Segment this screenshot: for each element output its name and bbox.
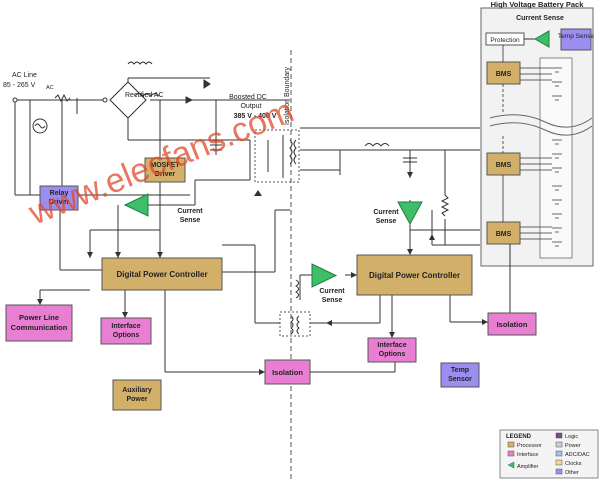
legend-item: Logic [555,432,578,440]
amplifier-icon [311,263,338,288]
legend-item-label: Other [565,470,579,476]
legend-item-label: Power [565,443,581,449]
ac-line-range: 85 - 265 V [3,82,36,89]
bms-box: BMS [486,152,521,176]
legend-item-label: Amplifier [517,464,539,470]
power-line-communication-block: Power Line Communication [5,304,73,342]
current-sense-amplifier-left: Current Sense [123,193,203,224]
legend-item-label: Clocks [565,461,582,467]
legend-item-label: Logic [565,434,578,440]
ac-line-text: AC Line [12,72,37,79]
battery-pack-title: High Voltage Battery Pack [491,0,585,9]
temp-sense-label: Temp Sense [558,33,595,40]
legend-item: Clocks [555,459,582,467]
isolation-right-label: Isolation [497,320,528,329]
isolation-boundary-label: Isolation Boundary [284,67,291,125]
legend-item-label: Interface [517,452,538,458]
relay-driver-block: Relay Driver [39,185,79,211]
legend-item: Power [555,441,581,449]
isolation-center-label: Isolation [272,368,303,377]
current-sense-amplifier-right: Current Sense [373,201,423,226]
temp-sensor-label: Temp Sensor [448,367,472,383]
interface-options-right: Interface Options [367,337,417,363]
dpc-right-label: Digital Power Controller [369,271,460,280]
legend-item: Other [555,468,579,476]
interface-options-left: Interface Options [100,317,152,345]
bms-label: BMS [496,71,512,78]
plc-label: Power Line Communication [10,313,68,332]
ac-line-label: AC Line 85 - 265 V AC [3,72,54,91]
legend-item: Amplifier [507,461,539,470]
boosted-dc-line3: 385 V - 400 V [234,113,277,120]
relay-driver-label: Relay Driver [48,190,70,206]
current-sense-label: Current Sense [177,208,203,224]
current-sense-amplifier-bottom: Current Sense [311,263,345,304]
boosted-dc-label: Boosted DC Output 385 V - 400 V [229,94,277,120]
boosted-dc-line1: Boosted DC [229,94,267,101]
battery-pack-panel: High Voltage Battery Pack Current Sense … [480,0,595,267]
legend-item: Processor [507,441,542,449]
aux-power-label: Auxiliary Power [122,387,152,403]
legend-item: Interface [507,450,538,458]
digital-power-controller-right: Digital Power Controller [356,254,473,296]
rectified-ac-label: Rectified AC [125,92,164,99]
bms-box: BMS [486,61,521,85]
bms-box: BMS [486,221,521,245]
boosted-dc-line2: Output [240,103,261,110]
input-components [12,61,211,134]
watermark-text: www.elecfans.com [23,92,299,233]
legend: LEGEND Processor Interface Amplifier Log… [499,429,599,479]
current-sense-label: Current Sense [373,209,399,225]
wiring [14,77,511,373]
auxiliary-power-block: Auxiliary Power [112,379,162,411]
legend-title: LEGEND [506,434,532,440]
legend-item-label: Processor [517,443,542,449]
pack-current-sense-text: Current Sense [516,15,564,22]
battery-cell-marks [552,67,562,247]
protection-label: Protection [490,37,520,44]
mosfet-driver-block: MOSFET Driver [144,157,186,183]
dpc-left-label: Digital Power Controller [116,270,207,279]
pack-current-sense-label: Current Sense [516,15,564,22]
amplifier-icon [123,193,149,217]
temp-sense-box [560,28,592,51]
amplifier-icon [397,201,423,226]
legend-item: ADC/DAC [555,450,590,458]
current-sense-label: Current Sense [319,288,345,304]
isolation-center-block: Isolation [264,359,311,385]
pack-amplifier-icon [533,30,550,48]
temp-sensor-block: Temp Sensor [440,362,480,388]
interface-right-label: Interface Options [377,342,407,358]
digital-power-controller-left: Digital Power Controller [101,257,223,291]
ac-line-subscript: AC [46,85,54,91]
bms-label: BMS [496,231,512,238]
interface-left-label: Interface Options [111,323,141,339]
legend-item-label: ADC/DAC [565,452,590,458]
isolation-right-block: Isolation [487,312,537,336]
bms-label: BMS [496,162,512,169]
mosfet-driver-label: MOSFET Driver [150,162,180,178]
